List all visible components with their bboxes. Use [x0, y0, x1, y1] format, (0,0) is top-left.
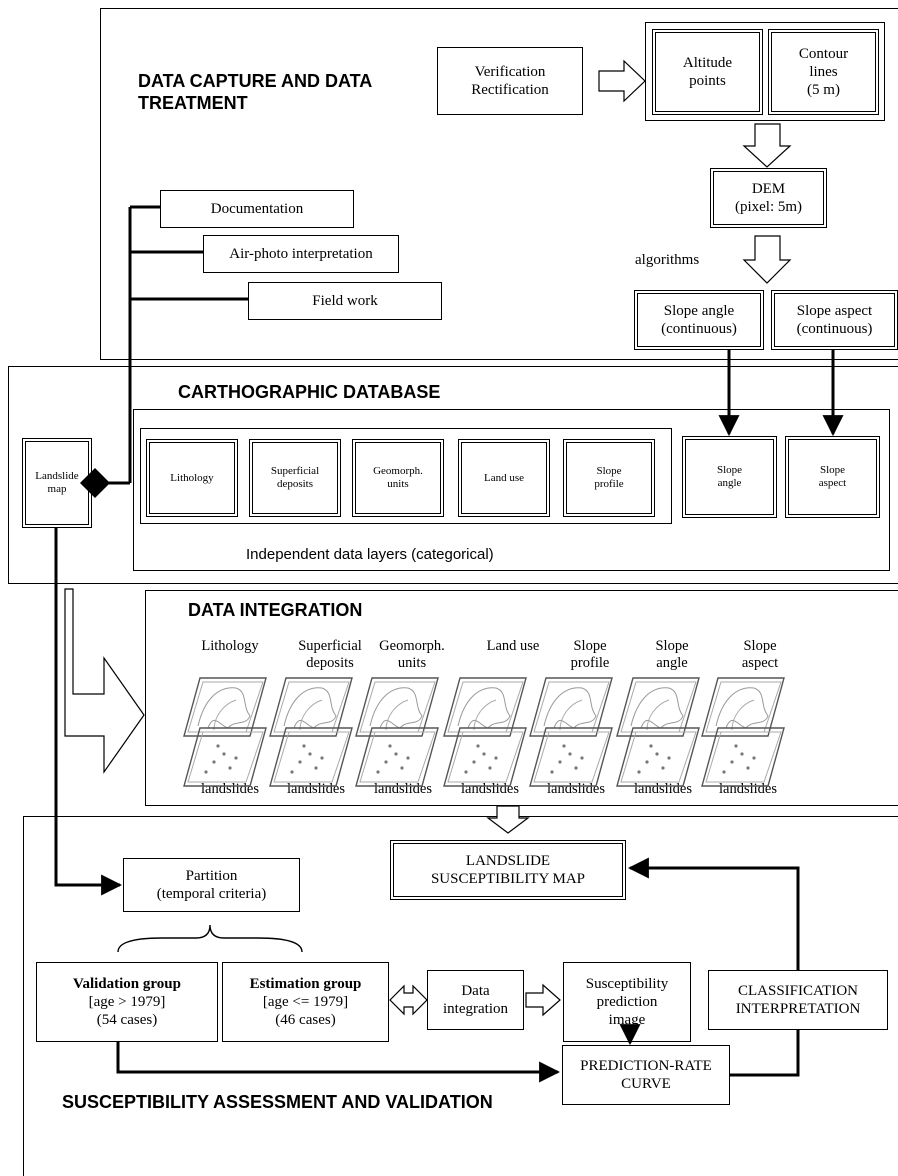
- prediction-image-box: Susceptibility prediction image: [563, 962, 691, 1042]
- categorical-layers-frame: [140, 428, 672, 524]
- airphoto-box: Air-photo interpretation: [203, 235, 399, 273]
- database-frame: [8, 366, 898, 584]
- landslides-label: landslides: [461, 781, 519, 797]
- verification-box: Verification Rectification: [437, 47, 583, 115]
- layer-slope-aspect: Slope aspect: [785, 436, 880, 518]
- prediction-curve-box: PREDICTION-RATE CURVE: [562, 1045, 730, 1105]
- estimation-group-body: [age <= 1979] (46 cases): [262, 994, 349, 1028]
- altitude-points-box: Altitude points: [652, 29, 763, 115]
- estimation-group-title: Estimation group: [249, 976, 362, 992]
- layer-slope-profile: Slope profile: [563, 439, 655, 517]
- landslides-label: landslides: [547, 781, 605, 797]
- slope-aspect-continuous-box: Slope aspect (continuous): [771, 290, 898, 350]
- section-title-database: CARTHOGRAPHIC DATABASE: [178, 382, 441, 402]
- partition-box: Partition (temporal criteria): [123, 858, 300, 912]
- landslides-label: landslides: [201, 781, 259, 797]
- fieldwork-box: Field work: [248, 282, 442, 320]
- estimation-group-box: Estimation group [age <= 1979] (46 cases…: [222, 962, 389, 1042]
- validation-group-title: Validation group: [73, 976, 181, 992]
- susceptibility-map-box: LANDSLIDE SUSCEPTIBILITY MAP: [390, 840, 626, 900]
- section-title-integration: DATA INTEGRATION: [188, 600, 363, 620]
- landslides-label: landslides: [287, 781, 345, 797]
- validation-group-body: [age > 1979] (54 cases): [88, 994, 166, 1028]
- algorithms-label: algorithms: [635, 252, 700, 268]
- int-label-geomorph: Geomorph. units: [379, 638, 445, 671]
- section-title-capture: DATA CAPTURE AND DATA TREATMENT: [138, 71, 373, 113]
- slope-angle-continuous-box: Slope angle (continuous): [634, 290, 764, 350]
- layer-land-use: Land use: [458, 439, 550, 517]
- documentation-box: Documentation: [160, 190, 354, 228]
- landslides-label: landslides: [374, 781, 432, 797]
- section-title-assessment: SUSCEPTIBILITY ASSESSMENT AND VALIDATION: [62, 1092, 493, 1112]
- int-label-landuse: Land use: [486, 638, 540, 654]
- layer-lithology: Lithology: [146, 439, 238, 517]
- integration-frame: [145, 590, 898, 806]
- dem-box: DEM (pixel: 5m): [710, 168, 827, 228]
- int-label-slope-profile: Slope profile: [570, 638, 610, 671]
- capture-frame: [100, 8, 898, 360]
- layer-geomorph-units: Geomorph. units: [352, 439, 444, 517]
- data-integration-box: Data integration: [427, 970, 524, 1030]
- classification-box: CLASSIFICATION INTERPRETATION: [708, 970, 888, 1030]
- independent-layers-caption: Independent data layers (categorical): [246, 546, 494, 563]
- assessment-frame: [23, 816, 898, 1176]
- layer-superficial-deposits: Superficial deposits: [249, 439, 341, 517]
- layers-outer-frame: [133, 409, 890, 571]
- block-arrow-to-integration: [64, 588, 145, 774]
- int-label-lithology: Lithology: [201, 638, 259, 654]
- layer-slope-angle: Slope angle: [682, 436, 777, 518]
- landslide-map-box: Landslide map: [22, 438, 92, 528]
- int-label-superficial: Superficial deposits: [298, 638, 362, 671]
- validation-group-box: Validation group [age > 1979] (54 cases): [36, 962, 218, 1042]
- contour-lines-box: Contour lines (5 m): [768, 29, 879, 115]
- landslides-label: landslides: [634, 781, 692, 797]
- int-label-slope-angle: Slope angle: [655, 638, 689, 671]
- landslides-label: landslides: [719, 781, 777, 797]
- int-label-slope-aspect: Slope aspect: [741, 638, 779, 671]
